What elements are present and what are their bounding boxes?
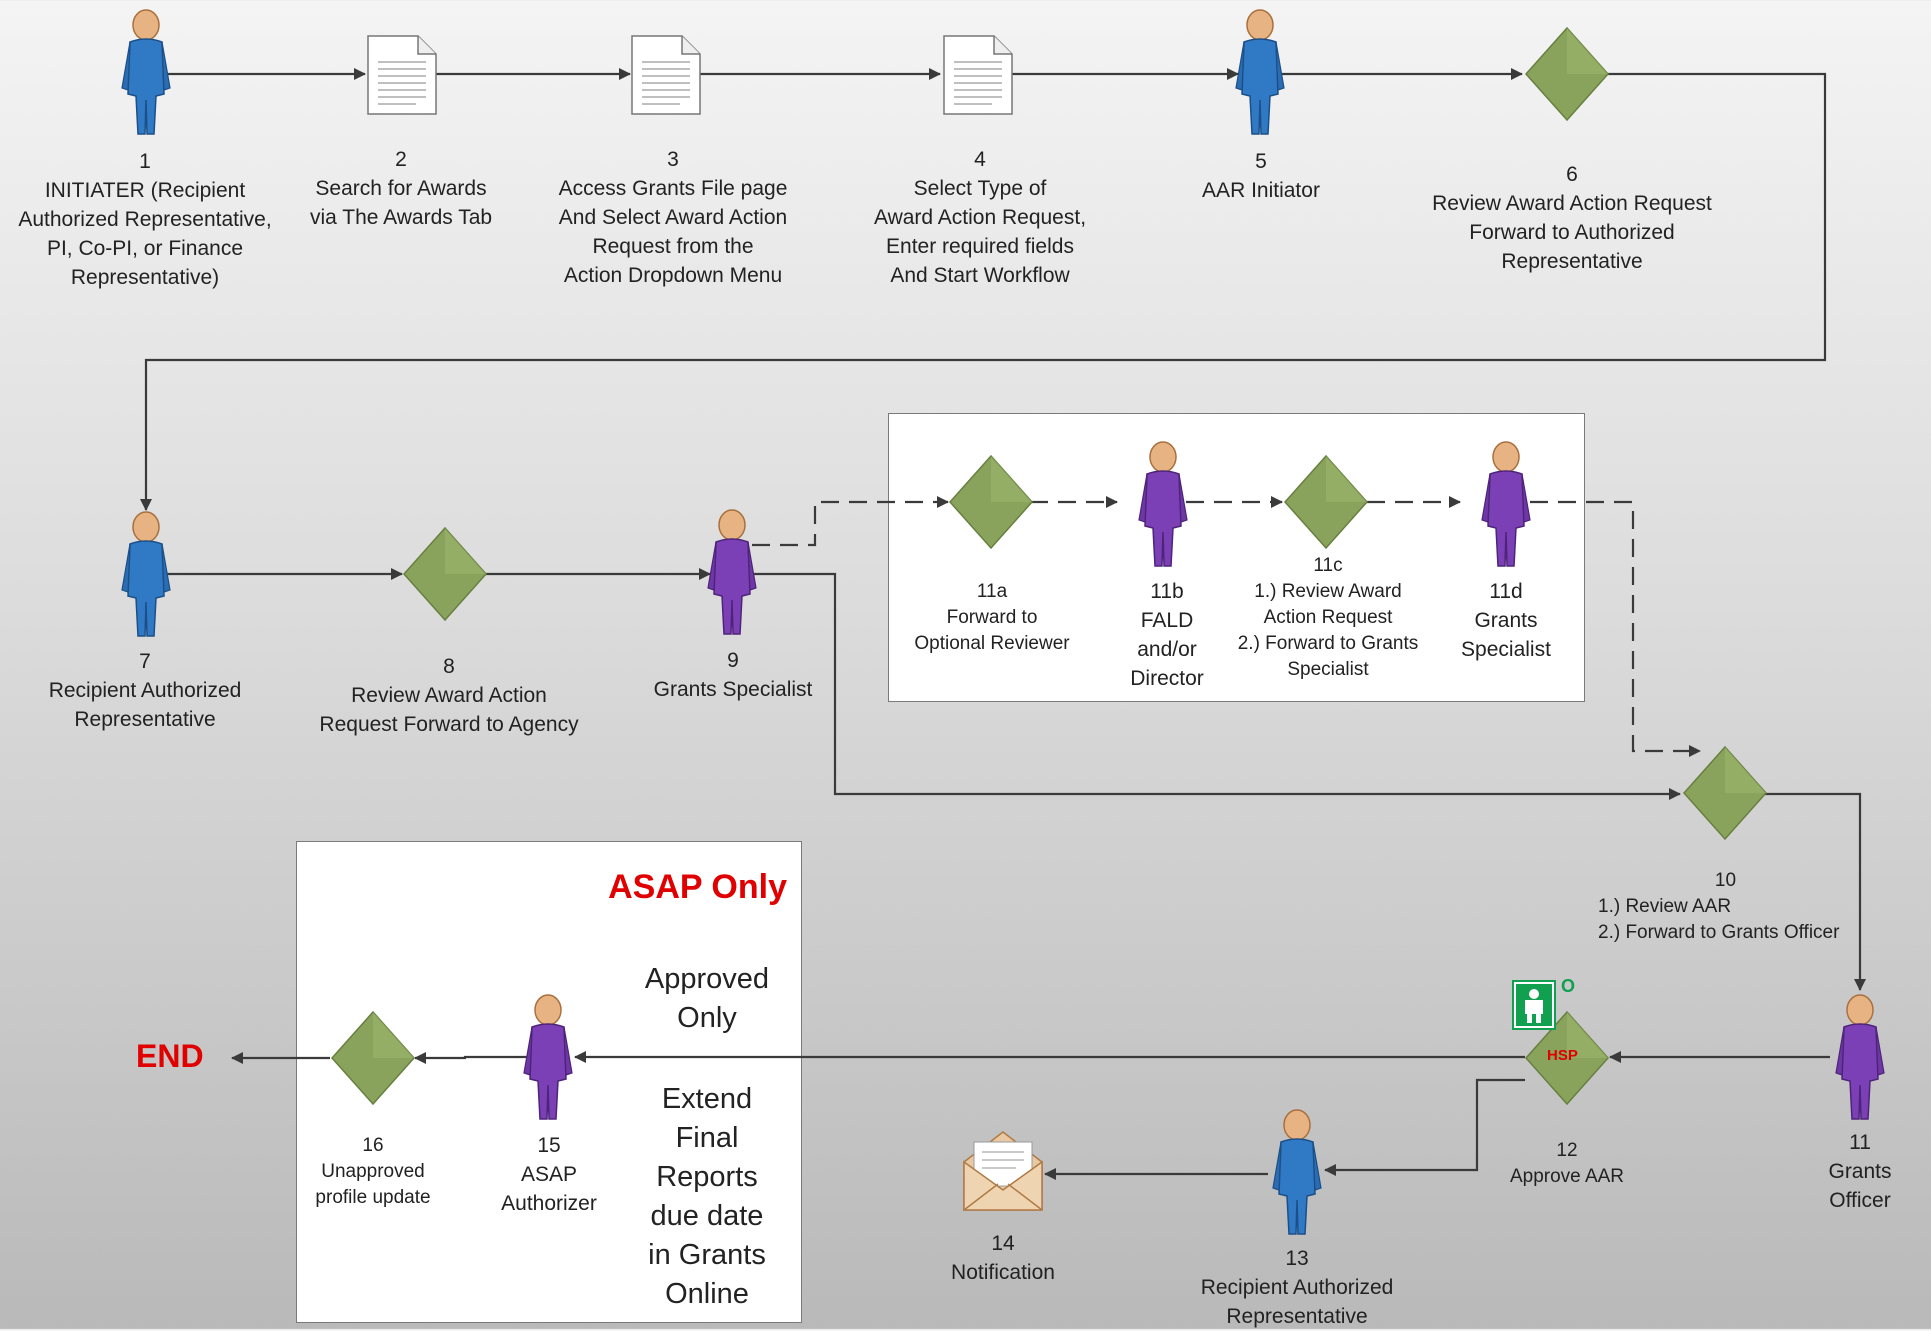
edge-15-16 (414, 1052, 535, 1064)
asap-approved-only-text: Approved Only (644, 963, 770, 1034)
step-text: Recipient Authorized Representative (48, 679, 242, 731)
step-10-line-2: 2.) Forward to Grants Officer (1598, 922, 1840, 943)
step-text: Grants Specialist (653, 678, 813, 701)
step-3-label: 3 Access Grants File page And Select Awa… (559, 145, 788, 290)
step-text: Select Type of Award Action Request, Ent… (873, 177, 1087, 287)
step-number: 3 (667, 148, 679, 171)
step-number: 11c (1313, 555, 1343, 576)
step-15-label: 15 ASAP Authorizer (501, 1131, 597, 1218)
person-badge-icon (1512, 980, 1556, 1030)
step-number: 14 (991, 1232, 1015, 1255)
step-text: Notification (951, 1261, 1055, 1284)
diamond-icon (1682, 745, 1768, 841)
step-text: FALD and/or Director (1130, 609, 1204, 690)
edge-12-13 (1324, 1078, 1525, 1176)
edge-9-10 (752, 572, 1681, 800)
step-11c-label: 11c 1.) Review Award Action Request 2.) … (1238, 553, 1419, 683)
edge-6-7 (140, 72, 1827, 511)
envelope-icon (963, 1131, 1043, 1211)
diamond-icon (402, 526, 488, 622)
step-number: 13 (1285, 1247, 1309, 1270)
step-number: 2 (395, 148, 407, 171)
step-text: Review Award Action Request Forward to A… (319, 684, 579, 736)
document-icon (367, 35, 437, 115)
diamond-icon (948, 454, 1034, 550)
step-6-label: 6 Review Award Action Request Forward to… (1432, 160, 1712, 276)
step-12-label: 12 Approve AAR (1510, 1138, 1624, 1190)
step-10-line-1: 1.) Review AAR (1598, 896, 1732, 917)
step-text: Search for Awards via The Awards Tab (309, 177, 493, 229)
step-text: Unapproved profile update (315, 1161, 431, 1208)
step-text: Approve AAR (1509, 1166, 1625, 1187)
step-number: 6 (1566, 163, 1578, 186)
step-1-label: 1 INITIATER (Recipient Authorized Repres… (18, 147, 271, 292)
step-11b-label: 11b FALD and/or Director (1130, 577, 1204, 693)
step-5-label: 5 AAR Initiator (1202, 147, 1320, 205)
step-text: INITIATER (Recipient Authorized Represen… (18, 179, 272, 289)
asap-only-title: ASAP Only (608, 868, 787, 906)
person-purple-icon (1835, 994, 1885, 1120)
step-10-label: 10 1.) Review AAR 2.) Forward to Grants … (1598, 868, 1853, 946)
diamond-icon (1524, 26, 1610, 122)
step-7-label: 7 Recipient Authorized Representative (49, 647, 242, 734)
step-text: Forward to Optional Reviewer (914, 607, 1070, 654)
step-number: 15 (537, 1134, 561, 1157)
step-number: 11a (976, 581, 1008, 602)
step-text: ASAP Authorizer (501, 1163, 597, 1215)
person-purple-icon (523, 994, 573, 1120)
document-icon (631, 35, 701, 115)
person-blue-icon (1272, 1109, 1322, 1235)
step-11a-label: 11a Forward to Optional Reviewer (914, 579, 1069, 657)
step-number: 7 (139, 650, 151, 673)
step-number: 16 (362, 1135, 384, 1156)
step-text: Review Award Action Request Forward to A… (1432, 192, 1712, 273)
step-13-label: 13 Recipient Authorized Representative (1201, 1244, 1394, 1331)
edge-11d-10 (1530, 500, 1701, 757)
step-number: 12 (1556, 1140, 1578, 1161)
diamond-icon (1524, 1010, 1610, 1106)
person-purple-icon (1138, 441, 1188, 567)
step-number: 8 (443, 655, 455, 678)
diamond-icon (330, 1010, 416, 1106)
step-16-label: 16 Unapproved profile update (315, 1133, 430, 1211)
step-number: 5 (1255, 150, 1267, 173)
person-blue-icon (121, 511, 171, 637)
hsp-badge: HSP (1547, 1047, 1578, 1064)
document-icon (943, 35, 1013, 115)
step-14-label: 14 Notification (951, 1229, 1055, 1287)
edge-9-11a (752, 496, 949, 547)
diamond-icon (1283, 454, 1369, 550)
step-4-label: 4 Select Type of Award Action Request, E… (874, 145, 1086, 290)
step-text: AAR Initiator (1202, 179, 1320, 202)
person-purple-icon (707, 509, 757, 635)
end-label: END (136, 1038, 204, 1074)
step-number: 4 (974, 148, 986, 171)
corner-badge-label: O (1561, 976, 1576, 996)
step-text: Access Grants File page And Select Award… (558, 177, 788, 287)
step-number: 11 (1849, 1131, 1871, 1154)
step-text: Grants Specialist (1461, 609, 1551, 661)
step-number: 11d (1489, 580, 1523, 603)
step-8-label: 8 Review Award Action Request Forward to… (319, 652, 578, 739)
asap-extend-text: Extend Final Reports due date in Grants … (648, 1083, 766, 1310)
step-text: Grants Officer (1828, 1160, 1892, 1212)
step-number: 9 (727, 649, 739, 672)
person-blue-icon (121, 9, 171, 135)
optional-review-panel (888, 413, 1585, 702)
step-number: 11b (1150, 580, 1184, 603)
person-purple-icon (1481, 441, 1531, 567)
step-number: 10 (1714, 870, 1737, 891)
step-11d-label: 11d Grants Specialist (1461, 577, 1551, 664)
edge-10-11 (1762, 792, 1866, 991)
step-text: Recipient Authorized Representative (1200, 1276, 1394, 1328)
step-11-label: 11 Grants Officer (1825, 1128, 1896, 1215)
step-text: 1.) Review Award Action Request 2.) Forw… (1237, 581, 1419, 680)
step-number: 1 (139, 150, 151, 173)
step-9-label: 9 Grants Specialist (654, 646, 813, 704)
step-2-label: 2 Search for Awards via The Awards Tab (310, 145, 492, 232)
person-blue-icon (1235, 9, 1285, 135)
